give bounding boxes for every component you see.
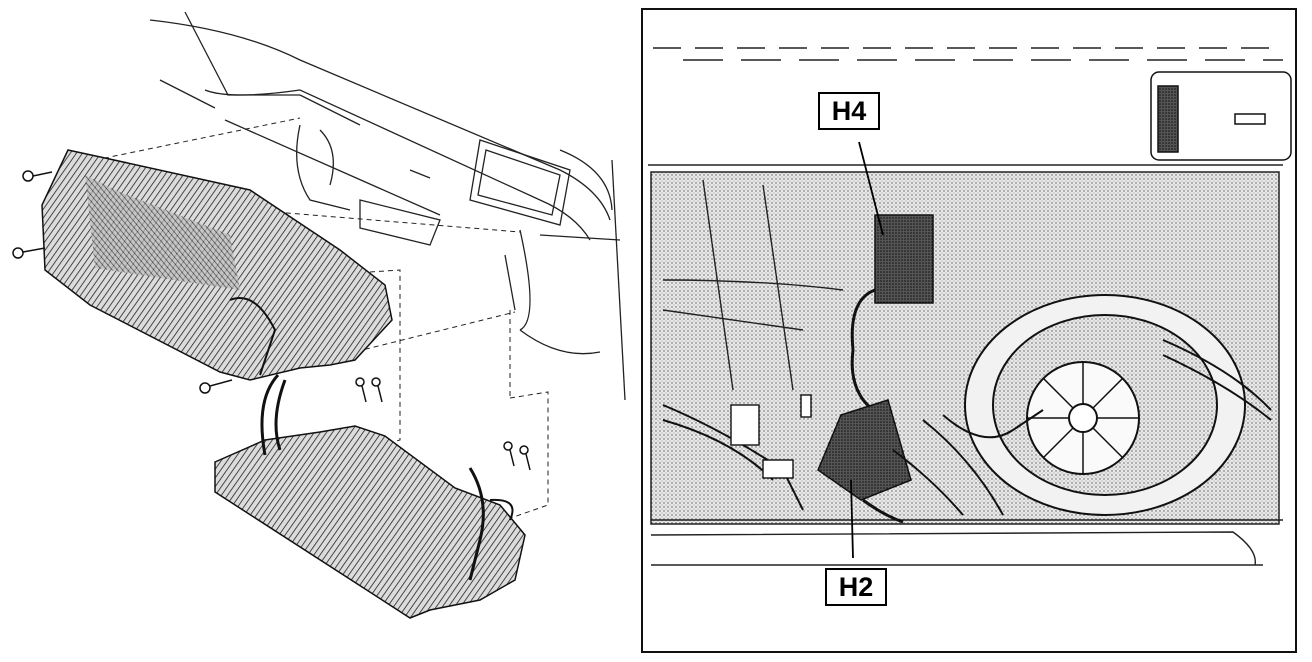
callout-leaders (850, 141, 884, 559)
lower-dash-panel (214, 425, 526, 619)
callout-label-h4: H4 (818, 92, 880, 130)
detail-view-drawing (648, 47, 1292, 566)
callout-label-h2: H2 (825, 568, 887, 606)
dash-top-edge (648, 47, 1283, 166)
clips (730, 394, 812, 479)
screws (12, 170, 531, 471)
detail-view-panel: H4 H2 (641, 8, 1297, 653)
wire-harness (260, 373, 287, 456)
exploded-view-figure (0, 0, 632, 662)
connector-h2 (817, 399, 912, 524)
upper-dash-panel (41, 149, 393, 381)
blower-motor (964, 294, 1246, 516)
exploded-view-drawing (12, 11, 626, 619)
dash-framework (650, 179, 1283, 566)
dashboard-outline (149, 11, 626, 401)
relay-h4 (850, 214, 934, 412)
air-vent (1150, 71, 1292, 161)
